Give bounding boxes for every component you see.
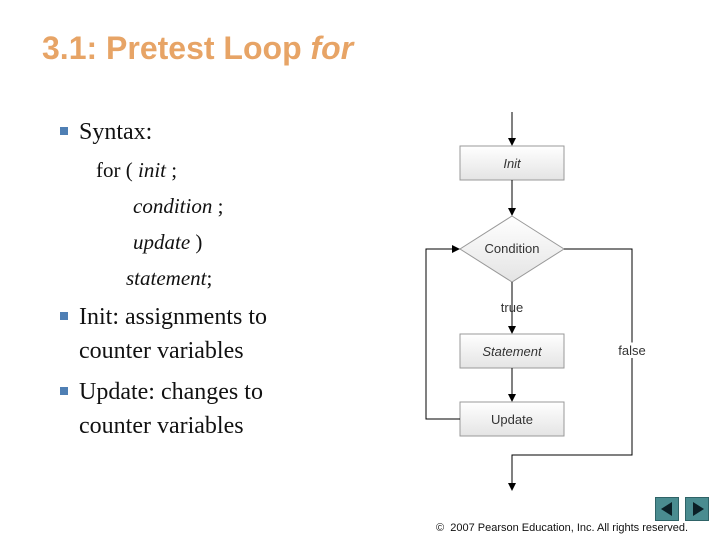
syntax-condition: condition bbox=[133, 194, 213, 218]
syntax-line-4-suffix: ; bbox=[206, 266, 213, 290]
right-triangle-icon bbox=[693, 502, 704, 516]
syntax-line-2-suffix: ; bbox=[212, 194, 224, 218]
bullet-init-line-1: Init: assignments to bbox=[79, 304, 267, 330]
bullet-icon bbox=[60, 312, 68, 320]
syntax-statement: statement bbox=[126, 266, 207, 290]
previous-slide-button[interactable] bbox=[655, 497, 679, 521]
syntax-heading: Syntax: bbox=[79, 119, 153, 145]
condition-label: Condition bbox=[485, 241, 540, 256]
bullet-update-line-1: Update: changes to bbox=[79, 379, 263, 405]
true-label: true bbox=[501, 300, 523, 315]
syntax-line-1-prefix: for ( bbox=[96, 158, 138, 182]
bullet-update-line-2: counter variables bbox=[79, 413, 244, 439]
bullet-init: Init: assignments to counter variables bbox=[60, 300, 267, 368]
arrow-update-condition bbox=[425, 245, 460, 420]
copyright-footer: © 2007 Pearson Education, Inc. All right… bbox=[436, 522, 688, 534]
update-box bbox=[459, 401, 565, 437]
copyright-text: 2007 Pearson Education, Inc. All rights … bbox=[450, 522, 689, 534]
bullet-init-line-2: counter variables bbox=[79, 338, 244, 364]
copyright-icon: © bbox=[436, 522, 445, 534]
false-label: false bbox=[618, 343, 645, 358]
bullet-icon bbox=[60, 387, 68, 395]
syntax-init: init bbox=[137, 158, 166, 182]
update-label: Update bbox=[491, 412, 533, 427]
left-triangle-icon bbox=[661, 502, 672, 516]
syntax-line-3-suffix: ) bbox=[190, 230, 203, 254]
statement-box bbox=[459, 333, 565, 369]
syntax-line-2: condition ; bbox=[133, 194, 223, 219]
arrow-false-exit bbox=[508, 248, 633, 491]
bullet-syntax: Syntax: bbox=[60, 115, 152, 149]
syntax-line-4: statement; bbox=[126, 266, 212, 291]
statement-label: Statement bbox=[482, 344, 543, 359]
next-slide-button[interactable] bbox=[685, 497, 709, 521]
bullet-update: Update: changes to counter variables bbox=[60, 375, 263, 443]
title-italic-keyword: for bbox=[310, 30, 354, 66]
title-text: 3.1: Pretest Loop bbox=[42, 30, 311, 66]
syntax-line-3: update ) bbox=[133, 230, 202, 255]
init-label: Init bbox=[503, 156, 522, 171]
syntax-line-1-suffix: ; bbox=[166, 158, 178, 182]
syntax-line-1: for ( init ; bbox=[96, 158, 177, 183]
slide-title: 3.1: Pretest Loop for bbox=[42, 30, 353, 67]
init-box bbox=[459, 145, 565, 181]
syntax-update: update bbox=[133, 230, 191, 254]
bullet-icon bbox=[60, 127, 68, 135]
